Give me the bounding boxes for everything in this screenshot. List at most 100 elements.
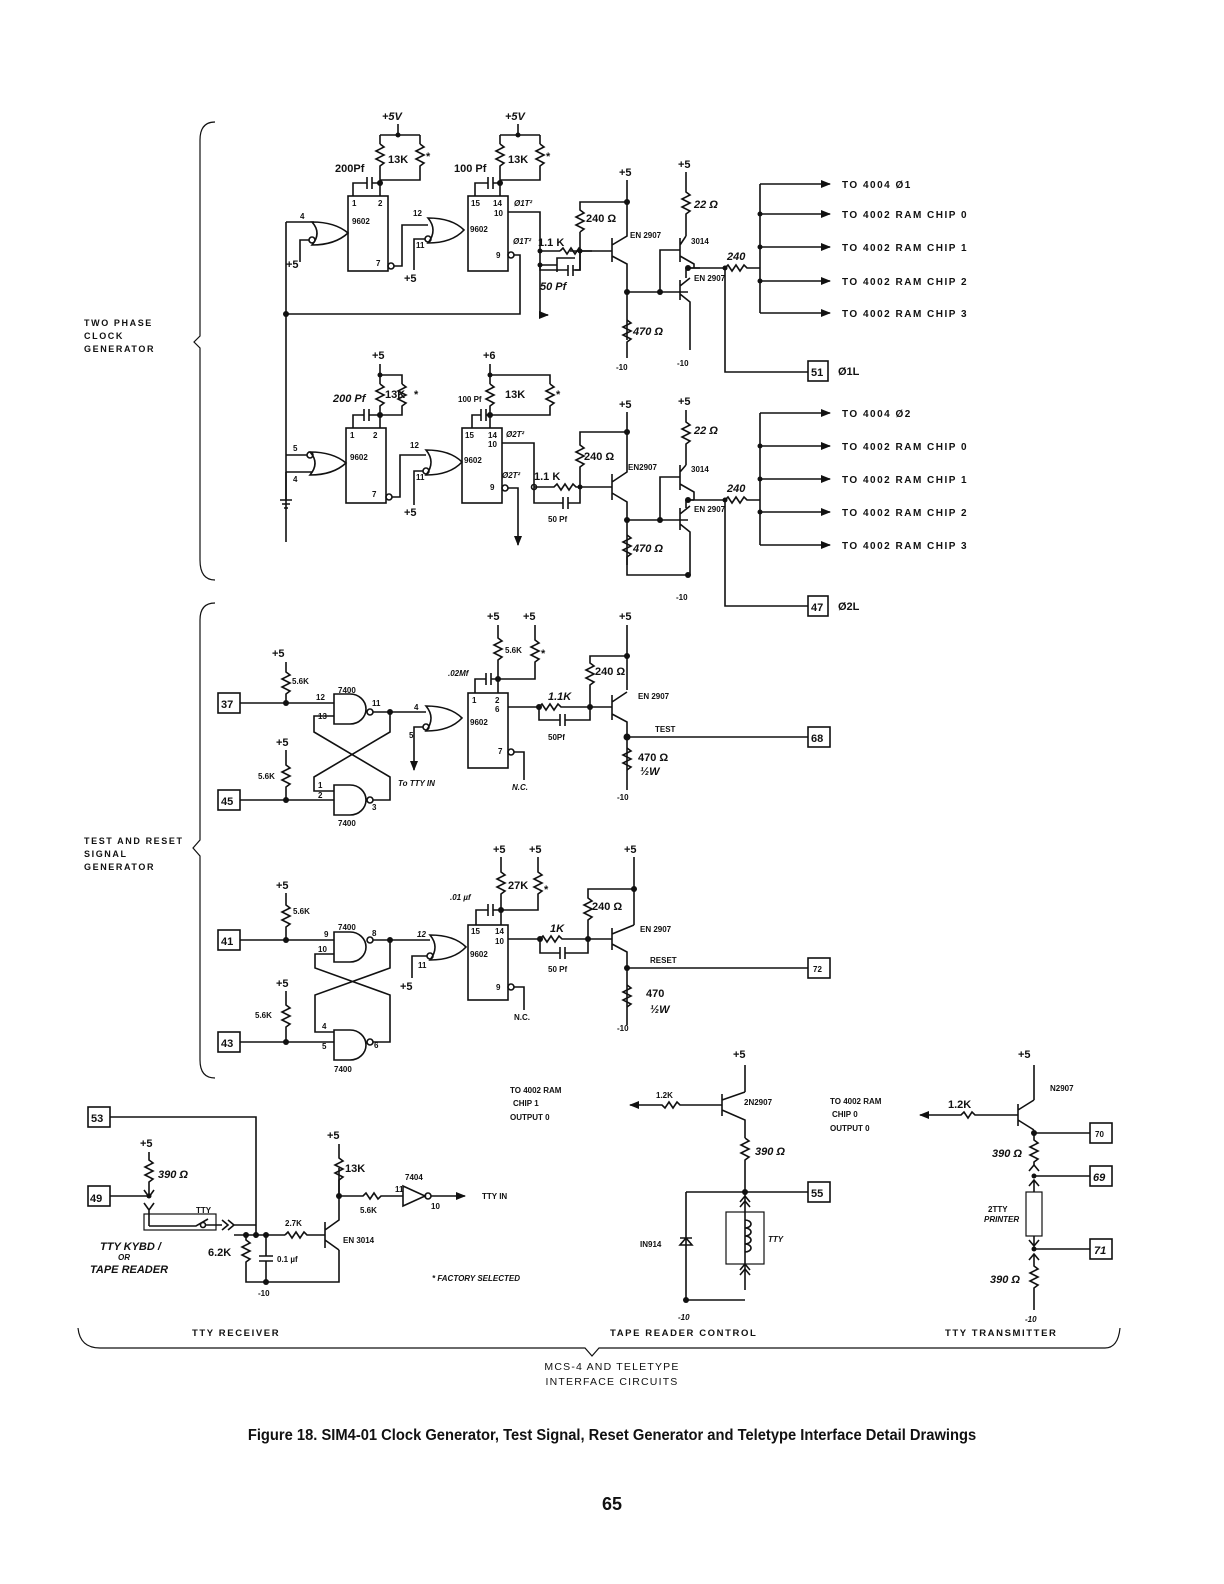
svg-text:+5: +5: [327, 1130, 340, 1142]
svg-text:+5: +5: [276, 880, 289, 892]
svg-text:+5: +5: [493, 844, 506, 856]
tty-transmitter-circuit: TO 4002 RAM CHIP 0 OUTPUT 0 1.2K +5 N290…: [830, 1049, 1113, 1324]
svg-text:9: 9: [496, 251, 501, 260]
svg-text:-10: -10: [617, 1024, 629, 1033]
svg-text:N.C.: N.C.: [514, 1013, 530, 1022]
nand-gate-2: [333, 784, 367, 816]
svg-text:TTY: TTY: [196, 1206, 212, 1215]
svg-text:7: 7: [376, 259, 381, 268]
svg-text:2: 2: [318, 791, 323, 800]
svg-text:*: *: [546, 151, 551, 163]
connector-68[interactable]: [807, 726, 831, 748]
svg-text:EN 2907: EN 2907: [638, 692, 670, 701]
svg-text:EN 3014: EN 3014: [343, 1236, 375, 1245]
svg-text:5: 5: [322, 1042, 327, 1051]
timing-capacitor: [352, 177, 381, 196]
output-label: TO 4004 Ø1: [842, 180, 912, 191]
svg-text:470 Ω: 470 Ω: [632, 326, 663, 338]
svg-text:+5: +5: [678, 396, 691, 408]
svg-text:-10: -10: [1025, 1315, 1037, 1324]
svg-text:.01 µf: .01 µf: [450, 893, 472, 902]
svg-text:1: 1: [350, 431, 355, 440]
svg-text:+6: +6: [483, 350, 496, 362]
svg-text:+5: +5: [624, 844, 637, 856]
svg-text:1K: 1K: [550, 923, 565, 935]
vcc-label: +5V: [505, 111, 527, 123]
svg-text:3: 3: [372, 803, 377, 812]
group-label-test-reset: TEST AND RESET SIGNAL GENERATOR: [84, 836, 184, 872]
svg-text:TTY KYBD /: TTY KYBD /: [100, 1241, 163, 1253]
svg-text:7404: 7404: [405, 1173, 423, 1182]
svg-text:EN 2907: EN 2907: [694, 505, 726, 514]
svg-text:5.6K: 5.6K: [505, 646, 522, 655]
connector-70[interactable]: [1089, 1122, 1113, 1144]
svg-text:4: 4: [414, 703, 419, 712]
svg-text:TO 4002 RAM: TO 4002 RAM: [510, 1086, 562, 1095]
section-label-tape-reader: TAPE READER CONTROL: [610, 1328, 758, 1339]
connector-71[interactable]: [1089, 1238, 1113, 1260]
svg-text:5.6K: 5.6K: [292, 677, 309, 686]
phi1l-label: Ø1L: [838, 366, 860, 378]
svg-text:470: 470: [646, 988, 664, 1000]
svg-text:+5: +5: [619, 611, 632, 623]
cap-label: 200Pf: [335, 163, 365, 175]
svg-text:22 Ω: 22 Ω: [693, 425, 718, 437]
svg-text:N.C.: N.C.: [512, 783, 528, 792]
svg-text:1: 1: [472, 696, 477, 705]
test-reset-group-brace: [192, 602, 216, 1079]
svg-text:-10: -10: [678, 1313, 690, 1322]
ic-9602-e: [467, 692, 509, 769]
ic-9602-b: [467, 195, 509, 272]
inverter-7404: [402, 1184, 427, 1208]
connector-51[interactable]: [807, 360, 829, 382]
svg-text:5.6K: 5.6K: [258, 772, 275, 781]
svg-text:9602: 9602: [464, 456, 482, 465]
svg-text:+5: +5: [619, 399, 632, 411]
svg-text:240 Ω: 240 Ω: [586, 213, 616, 225]
svg-text:2.7K: 2.7K: [285, 1219, 302, 1228]
page-number: 65: [601, 1494, 623, 1514]
clock-phase1-circuit: +5V +5V 200Pf 13K * 1 2 9602 7 4 +5 12 1…: [283, 111, 808, 542]
svg-text:2TTY: 2TTY: [988, 1205, 1008, 1214]
svg-text:2: 2: [378, 199, 383, 208]
svg-text:+5: +5: [286, 259, 299, 271]
svg-text:Ø1T²: Ø1T²: [514, 199, 533, 208]
svg-text:9602: 9602: [470, 225, 488, 234]
svg-text:7400: 7400: [334, 1065, 352, 1074]
svg-text:2: 2: [495, 696, 500, 705]
factory-selected-note: * FACTORY SELECTED: [432, 1274, 520, 1283]
svg-text:9602: 9602: [470, 950, 488, 959]
connector-72[interactable]: [807, 957, 831, 979]
trim-resistor: [414, 143, 426, 170]
svg-text:100 Pf: 100 Pf: [454, 163, 487, 175]
svg-text:-10: -10: [616, 363, 628, 372]
svg-text:240 Ω: 240 Ω: [584, 451, 614, 463]
svg-text:1.1K: 1.1K: [548, 691, 572, 703]
svg-text:9602: 9602: [470, 718, 488, 727]
output-label: TO 4002 RAM CHIP 0: [842, 442, 968, 453]
junction-dot: [757, 244, 763, 250]
output-label: TO 4004 Ø2: [842, 409, 912, 420]
svg-text:390 Ω: 390 Ω: [158, 1169, 188, 1181]
group-label-clock: TWO PHASE CLOCK GENERATOR: [84, 318, 156, 354]
section-label-tty-receiver: TTY RECEIVER: [192, 1328, 281, 1339]
svg-text:12: 12: [410, 441, 419, 450]
transistor-2n2907: [721, 1065, 746, 1138]
svg-text:7400: 7400: [338, 923, 356, 932]
clock-group-brace: [193, 121, 216, 581]
svg-text:4: 4: [293, 475, 298, 484]
svg-text:55: 55: [811, 1188, 823, 1200]
transistor-en3014: [324, 1168, 340, 1251]
connector-55[interactable]: [807, 1181, 831, 1203]
tape-reader-circuit: TO 4002 RAM CHIP 1 OUTPUT 0 1.2K +5 2N29…: [510, 1049, 831, 1322]
connector-47[interactable]: [807, 595, 829, 617]
output-label: TO 4002 RAM CHIP 3: [842, 309, 968, 320]
junction-dot: [757, 509, 763, 515]
svg-text:5: 5: [409, 731, 414, 740]
connector-69[interactable]: [1089, 1165, 1113, 1187]
ic-9602-f: [467, 924, 509, 1001]
svg-text:47: 47: [811, 602, 823, 614]
svg-text:390 Ω: 390 Ω: [755, 1146, 785, 1158]
